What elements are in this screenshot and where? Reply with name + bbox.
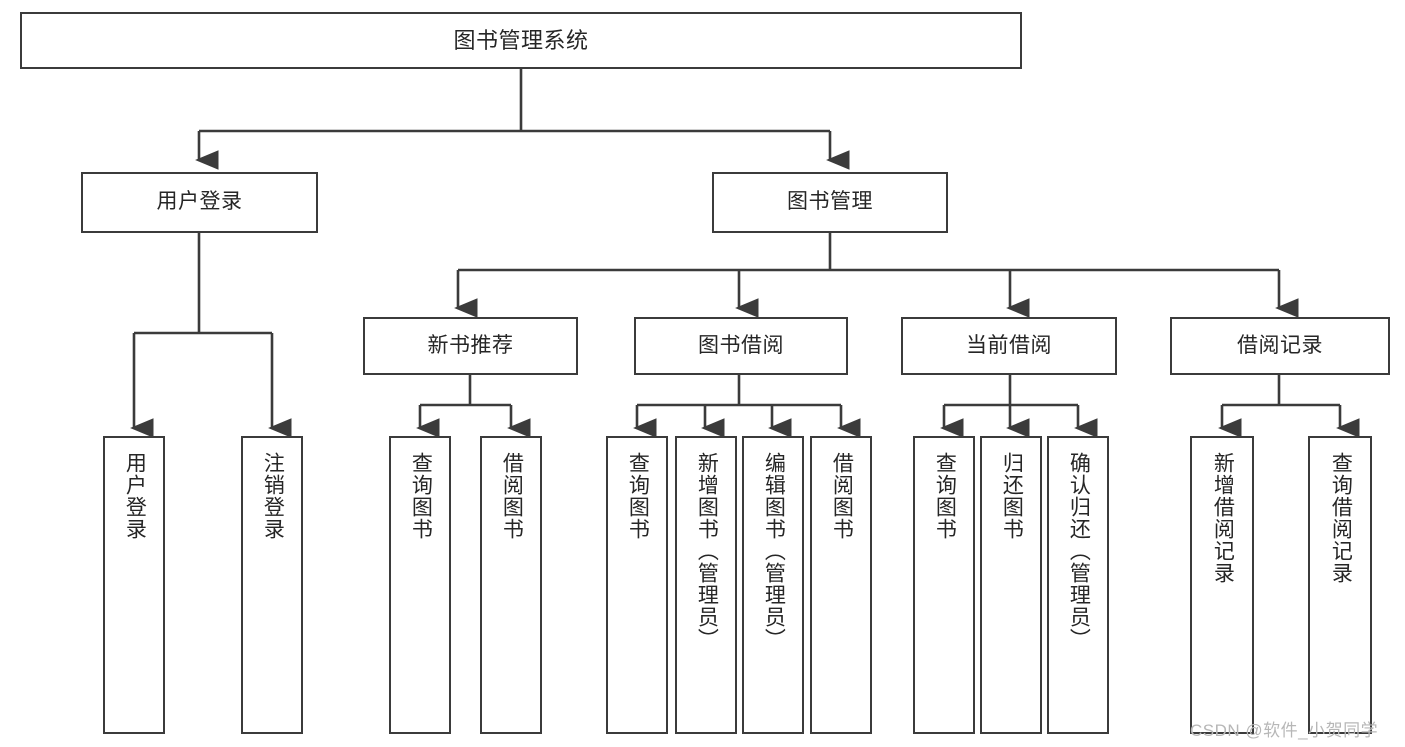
leaf-borrow-edit-book[interactable]: 编辑图书（管理员） (742, 436, 804, 734)
leaf-record-add[interactable]: 新增借阅记录 (1190, 436, 1254, 734)
node-label: 查询图书 (409, 452, 433, 540)
node-label: 新增借阅记录 (1211, 452, 1235, 584)
node-user-login[interactable]: 用户登录 (81, 172, 318, 233)
node-book-management[interactable]: 图书管理 (712, 172, 948, 233)
leaf-user-login-login[interactable]: 用户登录 (103, 436, 165, 734)
node-label: 用户登录 (156, 190, 243, 214)
node-label: 图书管理 (787, 190, 873, 214)
leaf-record-query[interactable]: 查询借阅记录 (1308, 436, 1372, 734)
node-book-borrow[interactable]: 图书借阅 (634, 317, 848, 375)
node-label: 查询图书 (933, 452, 957, 540)
node-label: 当前借阅 (966, 333, 1052, 357)
node-label: 查询借阅记录 (1329, 452, 1353, 584)
node-label: 编辑图书（管理员） (762, 452, 786, 650)
leaf-new-book-borrow[interactable]: 借阅图书 (480, 436, 542, 734)
leaf-borrow-query-book[interactable]: 查询图书 (606, 436, 668, 734)
node-label: 图书管理系统 (453, 27, 589, 53)
leaf-borrow-add-book[interactable]: 新增图书（管理员） (675, 436, 737, 734)
node-label: 确认归还（管理员） (1067, 452, 1091, 650)
node-label: 新书推荐 (427, 333, 514, 357)
leaf-borrow-borrow-book[interactable]: 借阅图书 (810, 436, 872, 734)
leaf-new-book-query[interactable]: 查询图书 (389, 436, 451, 734)
leaf-current-confirm-return[interactable]: 确认归还（管理员） (1047, 436, 1109, 734)
node-root-system[interactable]: 图书管理系统 (20, 12, 1022, 69)
node-borrow-record[interactable]: 借阅记录 (1170, 317, 1390, 375)
node-label: 查询图书 (626, 452, 650, 540)
node-label: 归还图书 (1000, 452, 1024, 540)
leaf-user-login-logout[interactable]: 注销登录 (241, 436, 303, 734)
node-label: 新增图书（管理员） (695, 452, 719, 650)
node-label: 借阅图书 (830, 452, 854, 540)
node-label: 图书借阅 (698, 333, 784, 357)
node-label: 借阅图书 (500, 452, 524, 540)
node-label: 注销登录 (261, 452, 285, 540)
leaf-current-query-book[interactable]: 查询图书 (913, 436, 975, 734)
node-label: 用户登录 (123, 452, 147, 540)
node-current-borrow[interactable]: 当前借阅 (901, 317, 1117, 375)
node-new-book-recommend[interactable]: 新书推荐 (363, 317, 578, 375)
csdn-watermark: CSDN @软件_小贺同学 (1190, 721, 1379, 740)
leaf-current-return-book[interactable]: 归还图书 (980, 436, 1042, 734)
node-label: 借阅记录 (1237, 333, 1323, 357)
